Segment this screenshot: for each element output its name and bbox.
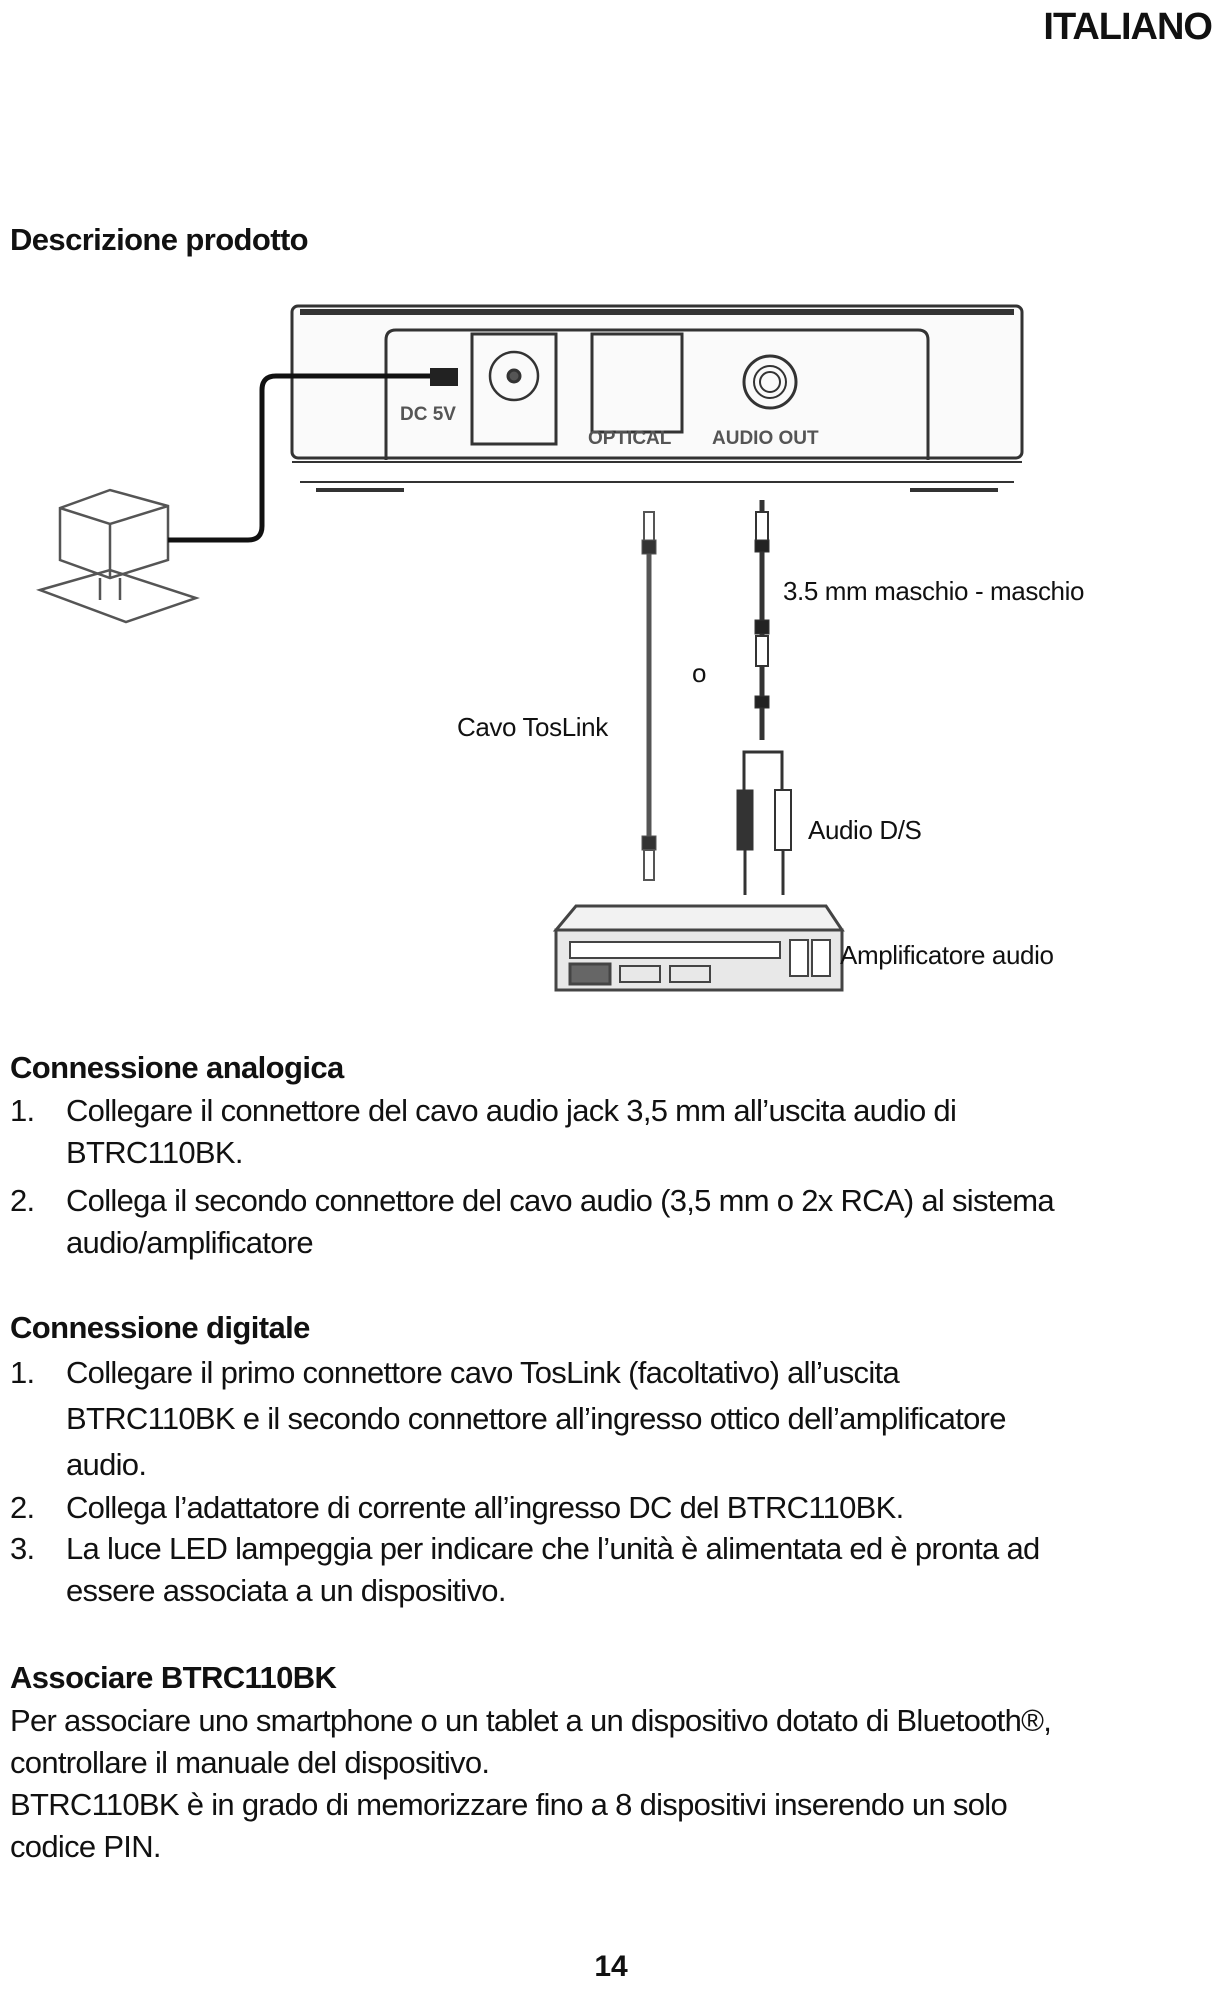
step-number: 3. (10, 1531, 35, 1566)
optical-label: OPTICAL (588, 428, 672, 449)
jack-cable-label: 3.5 mm maschio - maschio (783, 576, 1085, 606)
page-number: 14 (594, 1950, 628, 1983)
section-heading-digital: Connessione digitale (10, 1310, 310, 1345)
rca-left-plug (736, 789, 754, 851)
dc-label: DC 5V (400, 404, 456, 425)
pairing-paragraph: Per associare uno smartphone o un tablet… (10, 1703, 1052, 1864)
analog-step-2: 2.Collega il secondo connettore del cavo… (10, 1180, 1055, 1264)
audio-lr-label: Audio D/S (808, 815, 922, 845)
step-number: 2. (10, 1183, 35, 1218)
connection-diagram: DC 5V OPTICAL AUDIO OUT (35, 304, 1024, 992)
jack-cable (736, 500, 792, 895)
dc-port-icon (488, 350, 540, 402)
step-number: 2. (10, 1490, 35, 1525)
or-label: o (692, 658, 707, 688)
audio-amplifier (552, 904, 845, 992)
language-label: ITALIANO (1043, 6, 1213, 48)
audio-out-label: AUDIO OUT (712, 428, 819, 449)
power-cable (168, 373, 452, 543)
section-heading-pairing: Associare BTRC110BK (10, 1660, 337, 1695)
analog-step-1: 1.Collegare il connettore del cavo audio… (10, 1090, 957, 1174)
power-adapter (35, 488, 200, 624)
toslink-cable (641, 511, 657, 881)
amplifier-label: Amplificatore audio (840, 940, 1054, 970)
bluetooth-receiver-device (290, 304, 1024, 492)
step-number: 1. (10, 1355, 35, 1390)
optical-port-icon (590, 332, 684, 434)
rca-right-plug (774, 789, 792, 851)
digital-step-3: 3.La luce LED lampeggia per indicare che… (10, 1528, 1040, 1612)
digital-step-2: 2.Collega l’adattatore di corrente all’i… (10, 1487, 904, 1529)
digital-step-1: 1.Collegare il primo connettore cavo Tos… (10, 1350, 1007, 1488)
step-number: 1. (10, 1093, 35, 1128)
section-heading-analog: Connessione analogica (10, 1050, 344, 1085)
toslink-label: Cavo TosLink (457, 712, 608, 742)
audio-out-port-icon (742, 354, 798, 410)
section-heading-product-description: Descrizione prodotto (10, 222, 309, 257)
